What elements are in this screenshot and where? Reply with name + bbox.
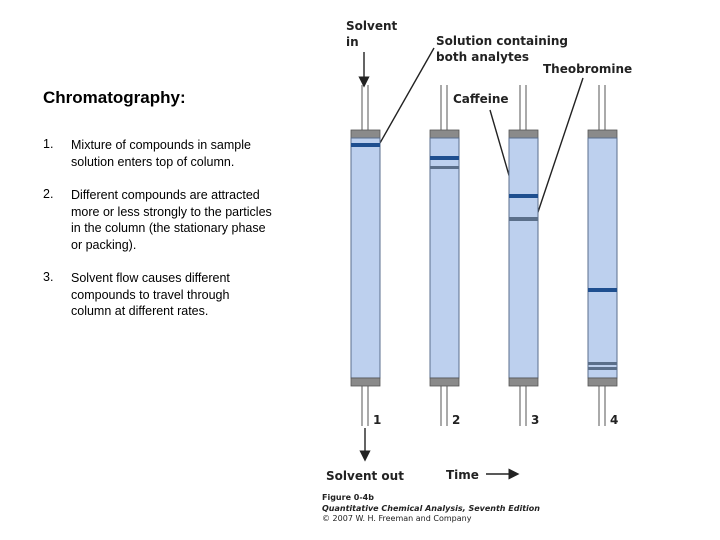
theobromine-pointer <box>535 77 584 219</box>
step-number: 1. <box>43 137 54 151</box>
slide-title: Chromatography: <box>43 88 186 107</box>
solvent-out-label: Solvent out <box>326 469 404 483</box>
caption-book: Quantitative Chemical Analysis, Seventh … <box>322 503 540 513</box>
caffeine-label: Caffeine <box>453 92 509 106</box>
caption-title: Figure 0-4b <box>322 493 374 502</box>
column-4 <box>587 85 618 426</box>
step-number: 3. <box>43 270 54 284</box>
column-number: 1 <box>373 413 381 427</box>
theobromine-band <box>430 166 459 169</box>
chromatography-figure: Solvent in Solution containing both anal… <box>300 0 720 540</box>
time-label: Time <box>446 468 479 482</box>
step-number: 2. <box>43 187 54 201</box>
step-text: Different compounds are attracted more o… <box>71 188 272 252</box>
caffeine-band <box>430 156 459 160</box>
sample-band <box>351 143 380 147</box>
column-number: 3 <box>531 413 539 427</box>
step-text: Mixture of compounds in sample solution … <box>71 138 251 169</box>
theobromine-band <box>509 217 538 221</box>
step-item: 1. Mixture of compounds in sample soluti… <box>43 137 273 170</box>
column-1 <box>350 85 381 426</box>
solution-label: both analytes <box>436 50 529 64</box>
caffeine-band <box>509 194 538 198</box>
theobromine-band <box>588 367 617 370</box>
step-list: 1. Mixture of compounds in sample soluti… <box>43 137 273 337</box>
step-text: Solvent flow causes different compounds … <box>71 271 230 318</box>
figure-caption: Figure 0-4b Quantitative Chemical Analys… <box>322 493 540 525</box>
chromatography-diagram: Solvent in Solution containing both anal… <box>326 19 632 483</box>
step-item: 3. Solvent flow causes different compoun… <box>43 270 273 320</box>
column-number: 4 <box>610 413 618 427</box>
column-number: 2 <box>452 413 460 427</box>
theobromine-label: Theobromine <box>543 62 632 76</box>
solution-label: Solution containing <box>436 34 568 48</box>
solution-pointer <box>379 47 435 144</box>
column-3 <box>508 85 539 426</box>
solvent-in-label: Solvent <box>346 19 398 33</box>
solvent-in-label: in <box>346 35 359 49</box>
column-2 <box>429 85 460 426</box>
step-item: 2. Different compounds are attracted mor… <box>43 187 273 253</box>
caption-copyright: © 2007 W. H. Freeman and Company <box>322 514 472 523</box>
theobromine-band <box>588 362 617 365</box>
caffeine-band <box>588 288 617 292</box>
